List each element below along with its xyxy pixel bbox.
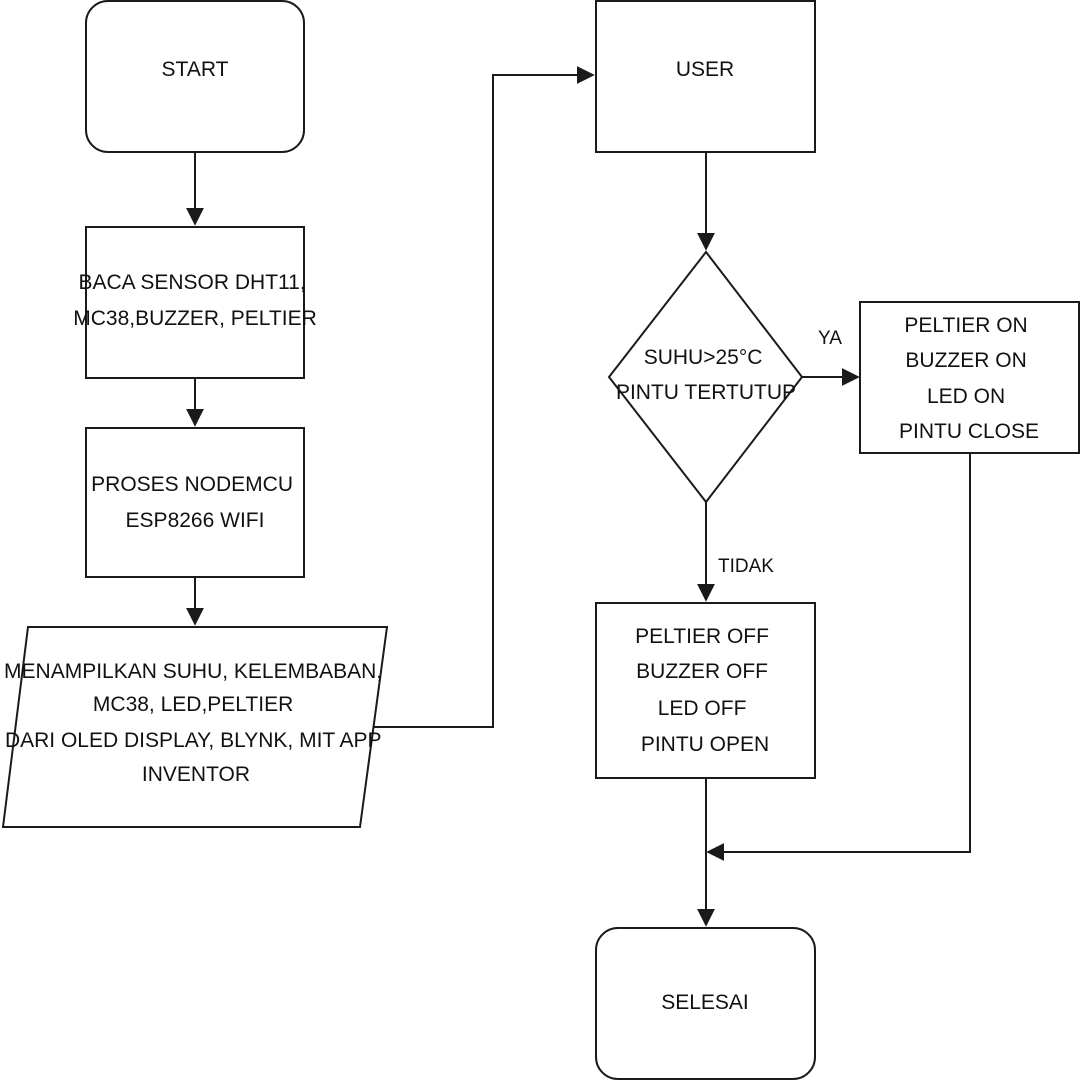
node-tampilkan-line-2: MC38, LED,PELTIER [93,693,293,716]
node-tampilkan: MENAMPILKAN SUHU, KELEMBABAN, MC38, LED,… [1,626,389,828]
node-decision: SUHU>25°C PINTU TERTUTUP [607,250,804,504]
node-tampilkan-line-3: DARI OLED DISPLAY, BLYNK, MIT APP [5,729,381,752]
node-tidak-action-line-1: PELTIER OFF [635,625,769,648]
node-ya-action-line-3: LED ON [927,385,1005,408]
node-proses-line-1: PROSES NODEMCU [91,473,293,496]
edge-ya-action-to-merge [706,453,971,861]
node-start-text: START [162,58,229,81]
node-user-text: USER [676,58,734,81]
node-user-line-1: USER [676,58,734,81]
node-baca-sensor: BACA SENSOR DHT11, MC38,BUZZER, PELTIER [73,226,317,379]
node-ya-action-line-4: PINTU CLOSE [899,420,1039,443]
node-tidak-action-text: PELTIER OFF BUZZER OFF LED OFF PINTU OPE… [635,625,775,756]
node-decision-line-2: PINTU TERTUTUP [616,381,796,404]
node-proses-text: PROSES NODEMCU ESP8266 WIFI [91,473,299,532]
node-ya-action: PELTIER ON BUZZER ON LED ON PINTU CLOSE [859,301,1080,454]
node-tidak-action: PELTIER OFF BUZZER OFF LED OFF PINTU OPE… [595,602,816,779]
node-tampilkan-line-1: MENAMPILKAN SUHU, KELEMBABAN, [4,660,382,683]
node-start: START [85,0,305,153]
edge-label-tidak: TIDAK [718,556,774,577]
node-ya-action-text: PELTIER ON BUZZER ON LED ON PINTU CLOSE [899,314,1039,443]
node-tidak-action-line-2: BUZZER OFF [636,660,768,683]
node-selesai-line-1: SELESAI [661,991,749,1014]
node-start-line-1: START [162,58,229,81]
node-ya-action-line-1: PELTIER ON [904,314,1027,337]
edge-label-ya: YA [818,328,842,349]
node-selesai: SELESAI [595,927,816,1080]
node-user: USER [595,0,816,153]
node-tidak-action-line-3: LED OFF [658,697,747,720]
edges [186,66,971,927]
node-tampilkan-line-4: INVENTOR [142,763,250,786]
edge-tampilkan-to-user [374,66,595,728]
node-baca-sensor-line-1: BACA SENSOR DHT11, [78,271,305,294]
node-decision-line-1: SUHU>25°C [644,346,763,369]
node-tidak-action-line-4: PINTU OPEN [641,733,769,756]
node-proses: PROSES NODEMCU ESP8266 WIFI [85,427,305,578]
node-baca-sensor-line-2: MC38,BUZZER, PELTIER [73,307,317,330]
node-selesai-text: SELESAI [661,991,749,1014]
node-decision-text: SUHU>25°C PINTU TERTUTUP [616,346,796,404]
node-proses-line-2: ESP8266 WIFI [126,509,265,532]
node-baca-sensor-text: BACA SENSOR DHT11, MC38,BUZZER, PELTIER [73,271,317,330]
node-tampilkan-text: MENAMPILKAN SUHU, KELEMBABAN, MC38, LED,… [4,660,388,786]
node-ya-action-line-2: BUZZER ON [905,349,1026,372]
